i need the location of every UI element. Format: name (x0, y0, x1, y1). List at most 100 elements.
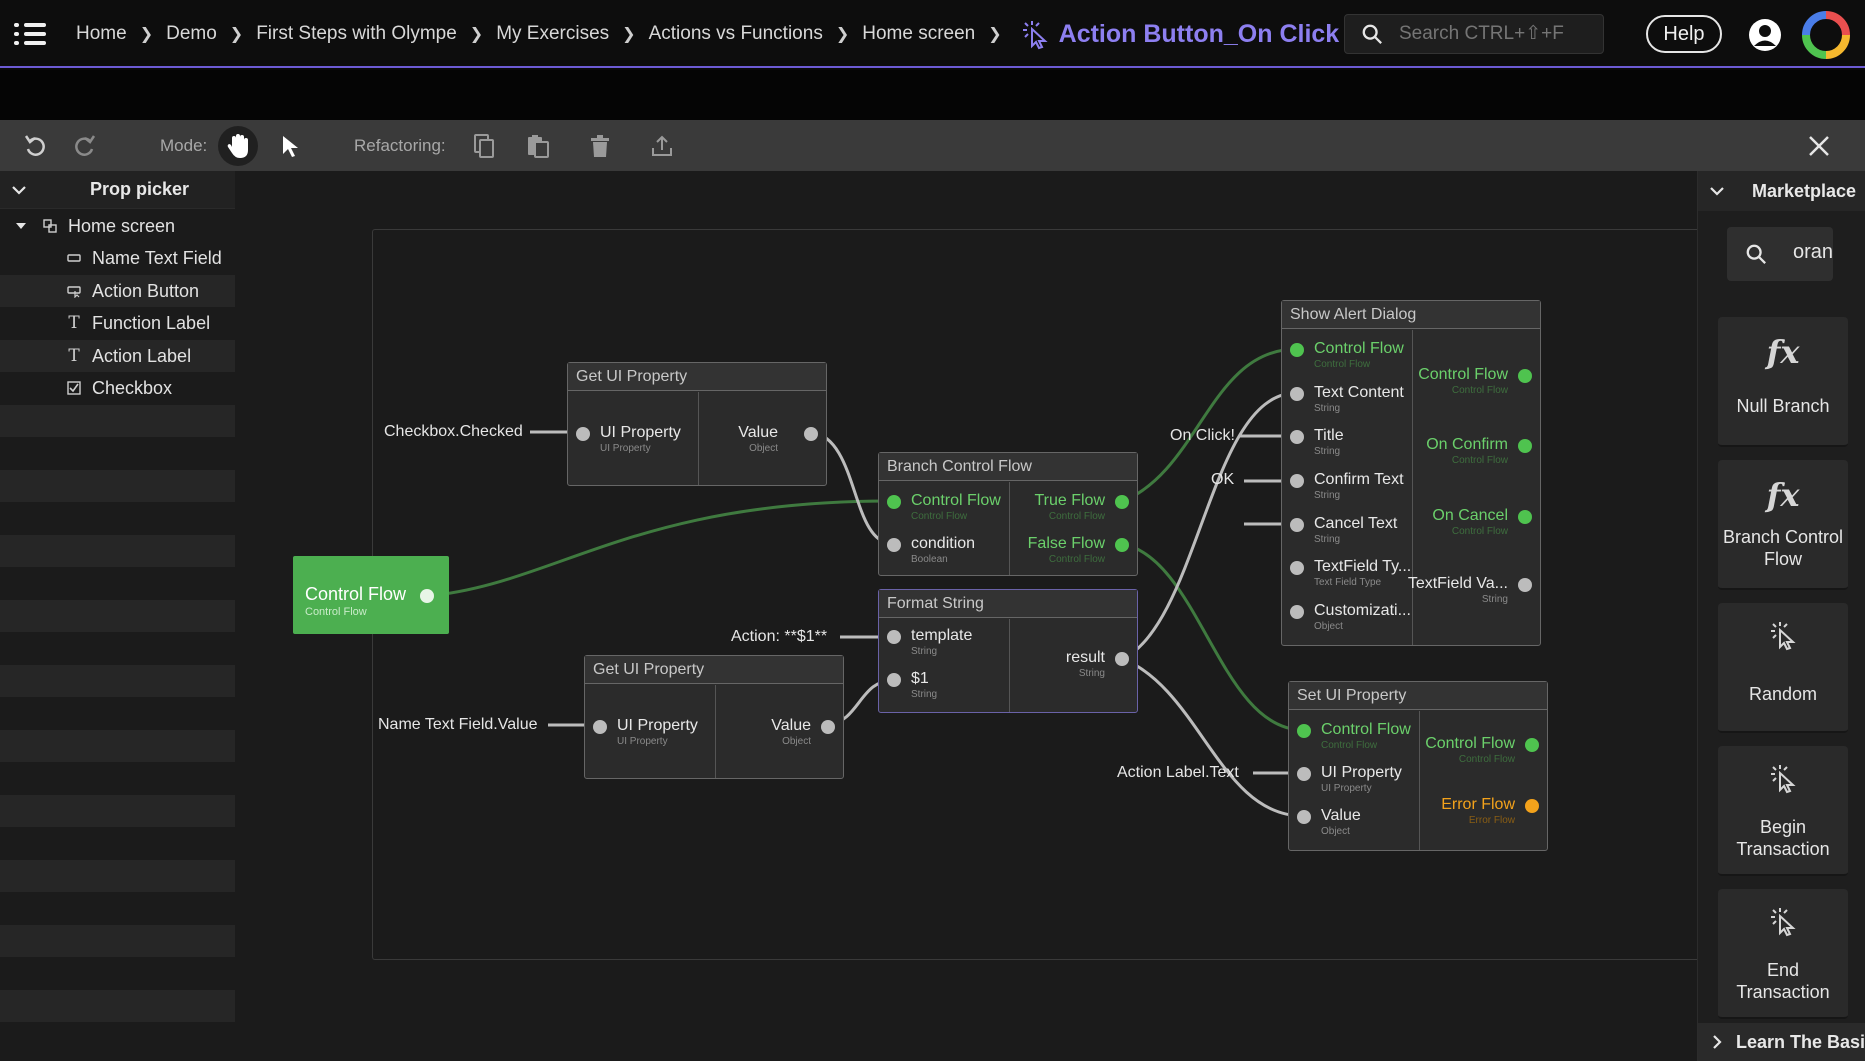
chevron-down-icon[interactable] (10, 181, 28, 199)
export-button[interactable] (646, 130, 678, 162)
input-pin[interactable] (887, 538, 901, 552)
input-pin[interactable] (1290, 561, 1304, 575)
input-pin[interactable] (1297, 767, 1311, 781)
search-input[interactable] (1399, 23, 1589, 45)
output-pin[interactable] (821, 720, 835, 734)
output-pin[interactable] (804, 427, 818, 441)
action-label-text-constant[interactable]: Action Label.Text (1117, 764, 1239, 781)
delete-button[interactable] (584, 130, 616, 162)
hand-mode-button[interactable] (218, 126, 258, 166)
select-mode-button[interactable] (274, 130, 306, 162)
chevron-right-icon[interactable] (1708, 1033, 1726, 1051)
pointer-click-icon (1771, 622, 1796, 651)
marketplace-card-begin-transaction[interactable]: Begin Transaction (1718, 746, 1848, 876)
caret-down-icon[interactable] (14, 219, 28, 233)
node-title: Branch Control Flow (879, 453, 1137, 481)
marketplace-card-branch-control-flow[interactable]: fx Branch Control Flow (1718, 460, 1848, 590)
marketplace-header[interactable]: Marketplace (1698, 171, 1865, 211)
user-avatar-icon[interactable] (1748, 18, 1782, 52)
input-pin[interactable] (887, 495, 901, 509)
help-button[interactable]: Help (1646, 15, 1722, 53)
marketplace-card-end-transaction[interactable]: End Transaction (1718, 889, 1848, 1019)
output-pin[interactable] (1115, 652, 1129, 666)
chevron-down-icon[interactable] (1708, 182, 1726, 200)
card-label: End Transaction (1736, 960, 1830, 1002)
screen-icon (42, 218, 58, 234)
tree-item-name-text-field[interactable]: Name Text Field (66, 242, 222, 274)
input-pin[interactable] (887, 673, 901, 687)
start-node-label: Control Flow (305, 584, 407, 604)
breadcrumb-my-exercises[interactable]: My Exercises (496, 23, 610, 44)
marketplace-search[interactable] (1727, 227, 1833, 281)
input-pin[interactable] (1290, 343, 1304, 357)
undo-button[interactable] (20, 130, 52, 162)
input-pin[interactable] (1290, 605, 1304, 619)
input-pin[interactable] (1290, 430, 1304, 444)
input-pin[interactable] (1297, 724, 1311, 738)
learn-basics-section[interactable]: Learn The Basics (1698, 1023, 1865, 1061)
marketplace-card-null-branch[interactable]: fx Null Branch (1718, 317, 1848, 447)
input-pin[interactable] (593, 720, 607, 734)
paste-icon (528, 135, 549, 158)
output-pin[interactable] (1518, 578, 1532, 592)
node-title: Get UI Property (585, 656, 843, 684)
start-node-type: Control Flow (305, 606, 367, 618)
prop-picker-header[interactable]: Prop picker (0, 171, 235, 209)
output-pin[interactable] (1525, 799, 1539, 813)
template-constant[interactable]: Action: **$1** (731, 628, 828, 645)
start-control-flow-node[interactable]: Control Flow Control Flow (293, 556, 449, 634)
input-pin[interactable] (1290, 518, 1304, 532)
app-logo-icon[interactable] (1801, 10, 1851, 60)
input-pin[interactable] (576, 427, 590, 441)
node-title: Set UI Property (1289, 682, 1547, 710)
paste-button[interactable] (522, 130, 554, 162)
start-output-pin[interactable] (420, 589, 434, 603)
tree-item-function-label[interactable]: T Function Label (66, 307, 210, 339)
close-editor-button[interactable] (1803, 130, 1835, 162)
copy-button[interactable] (468, 130, 500, 162)
checkbox-checked-constant[interactable]: Checkbox.Checked (384, 423, 523, 440)
input-pin[interactable] (1297, 810, 1311, 824)
output-pin[interactable] (1525, 738, 1539, 752)
output-pin[interactable] (1518, 369, 1532, 383)
pointer-click-icon (1771, 908, 1796, 937)
tree-root-home-screen[interactable]: Home screen (14, 210, 175, 242)
breadcrumb-home[interactable]: Home (76, 23, 127, 44)
breadcrumb-demo[interactable]: Demo (166, 23, 217, 44)
output-pin[interactable] (1518, 510, 1532, 524)
input-pin[interactable] (1290, 474, 1304, 488)
confirm-text-constant[interactable]: OK (1211, 471, 1235, 488)
output-pin[interactable] (1115, 538, 1129, 552)
redo-button[interactable] (68, 130, 100, 162)
input-pin[interactable] (887, 630, 901, 644)
input-pin[interactable] (1290, 387, 1304, 401)
prop-picker-panel: Prop picker Home screen (0, 171, 235, 1061)
marketplace-card-random[interactable]: Random (1718, 603, 1848, 733)
output-pin[interactable] (1518, 439, 1532, 453)
refactoring-label: Refactoring: (354, 136, 446, 155)
breadcrumb-first-steps[interactable]: First Steps with Olympe (256, 23, 457, 44)
name-field-value-constant[interactable]: Name Text Field.Value (378, 716, 538, 733)
breadcrumb-home-screen[interactable]: Home screen (862, 23, 976, 44)
tree-item-action-label[interactable]: T Action Label (66, 340, 191, 372)
tree-item-checkbox[interactable]: Checkbox (66, 372, 172, 404)
breadcrumb-actions-vs-functions[interactable]: Actions vs Functions (648, 23, 823, 44)
tree-item-action-button[interactable]: Action Button (66, 275, 199, 307)
title-constant[interactable]: On Click! (1170, 427, 1235, 444)
menu-icon[interactable] (14, 18, 46, 50)
chevron-right-icon: ❯ (139, 26, 154, 43)
card-label: Random (1748, 684, 1818, 704)
marketplace-search-input[interactable] (1783, 241, 1833, 264)
global-search[interactable] (1344, 14, 1604, 54)
output-pin[interactable] (1115, 495, 1129, 509)
